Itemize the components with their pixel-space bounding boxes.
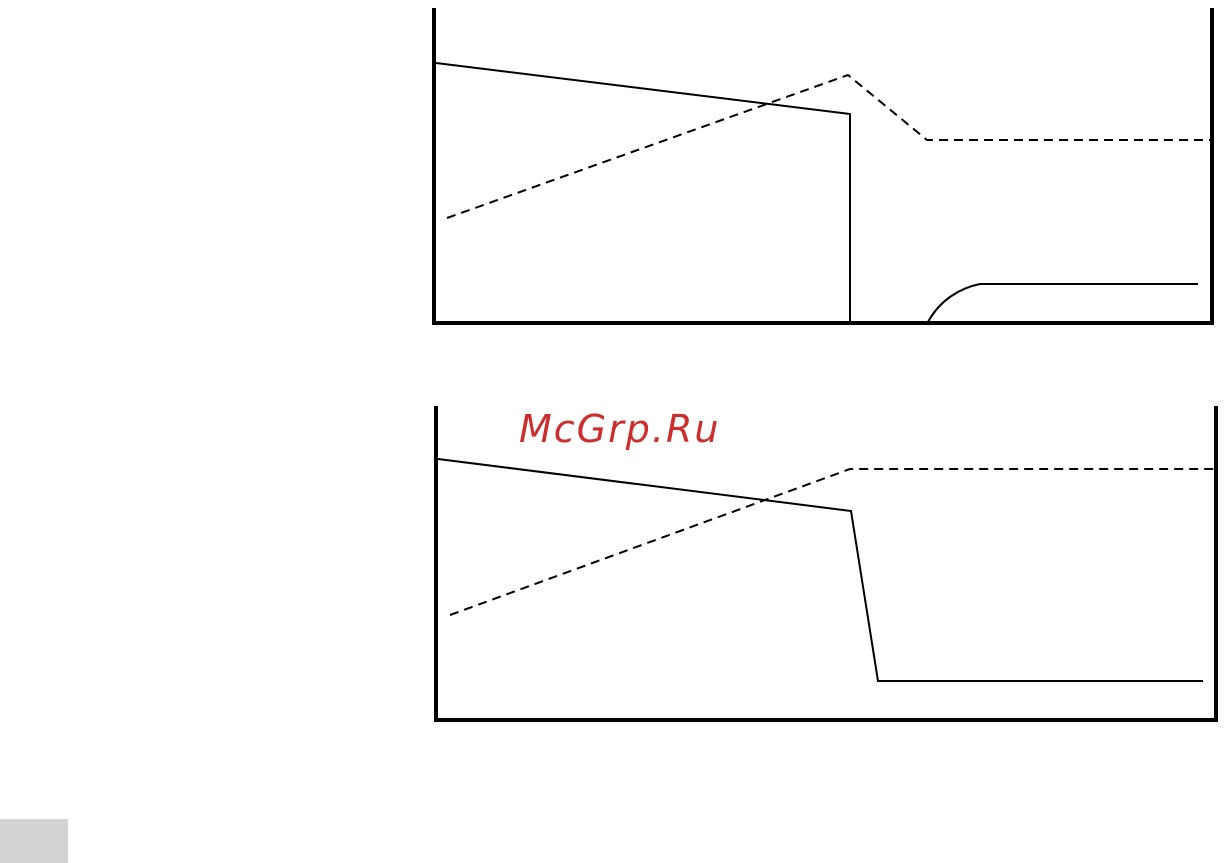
top-diagram-frame [434, 8, 1212, 323]
bottom-solid-trace [438, 459, 1203, 681]
watermark-text: McGrp.Ru [519, 410, 720, 448]
top-dashed-trace [447, 75, 1212, 218]
top-diagram [434, 8, 1212, 323]
bottom-diagram-frame [436, 406, 1216, 720]
top-solid-rising-trace [928, 284, 1198, 322]
corner-block [0, 819, 68, 863]
top-solid-trace [436, 63, 850, 322]
bottom-diagram [436, 406, 1216, 720]
bottom-dashed-trace [450, 469, 1216, 615]
